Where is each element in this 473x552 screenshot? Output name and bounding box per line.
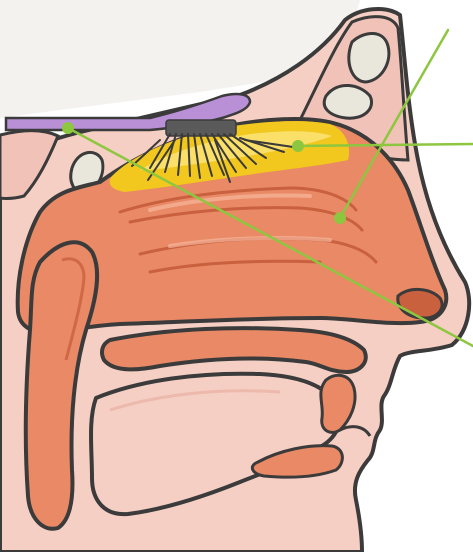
pointer-dot-olfactory-bulb [62,122,74,134]
pointer-dot-nasal-conchae [334,212,346,224]
frontal-sinus-lower [324,85,371,118]
pointer-dot-olfactory-epithelium [292,140,304,152]
